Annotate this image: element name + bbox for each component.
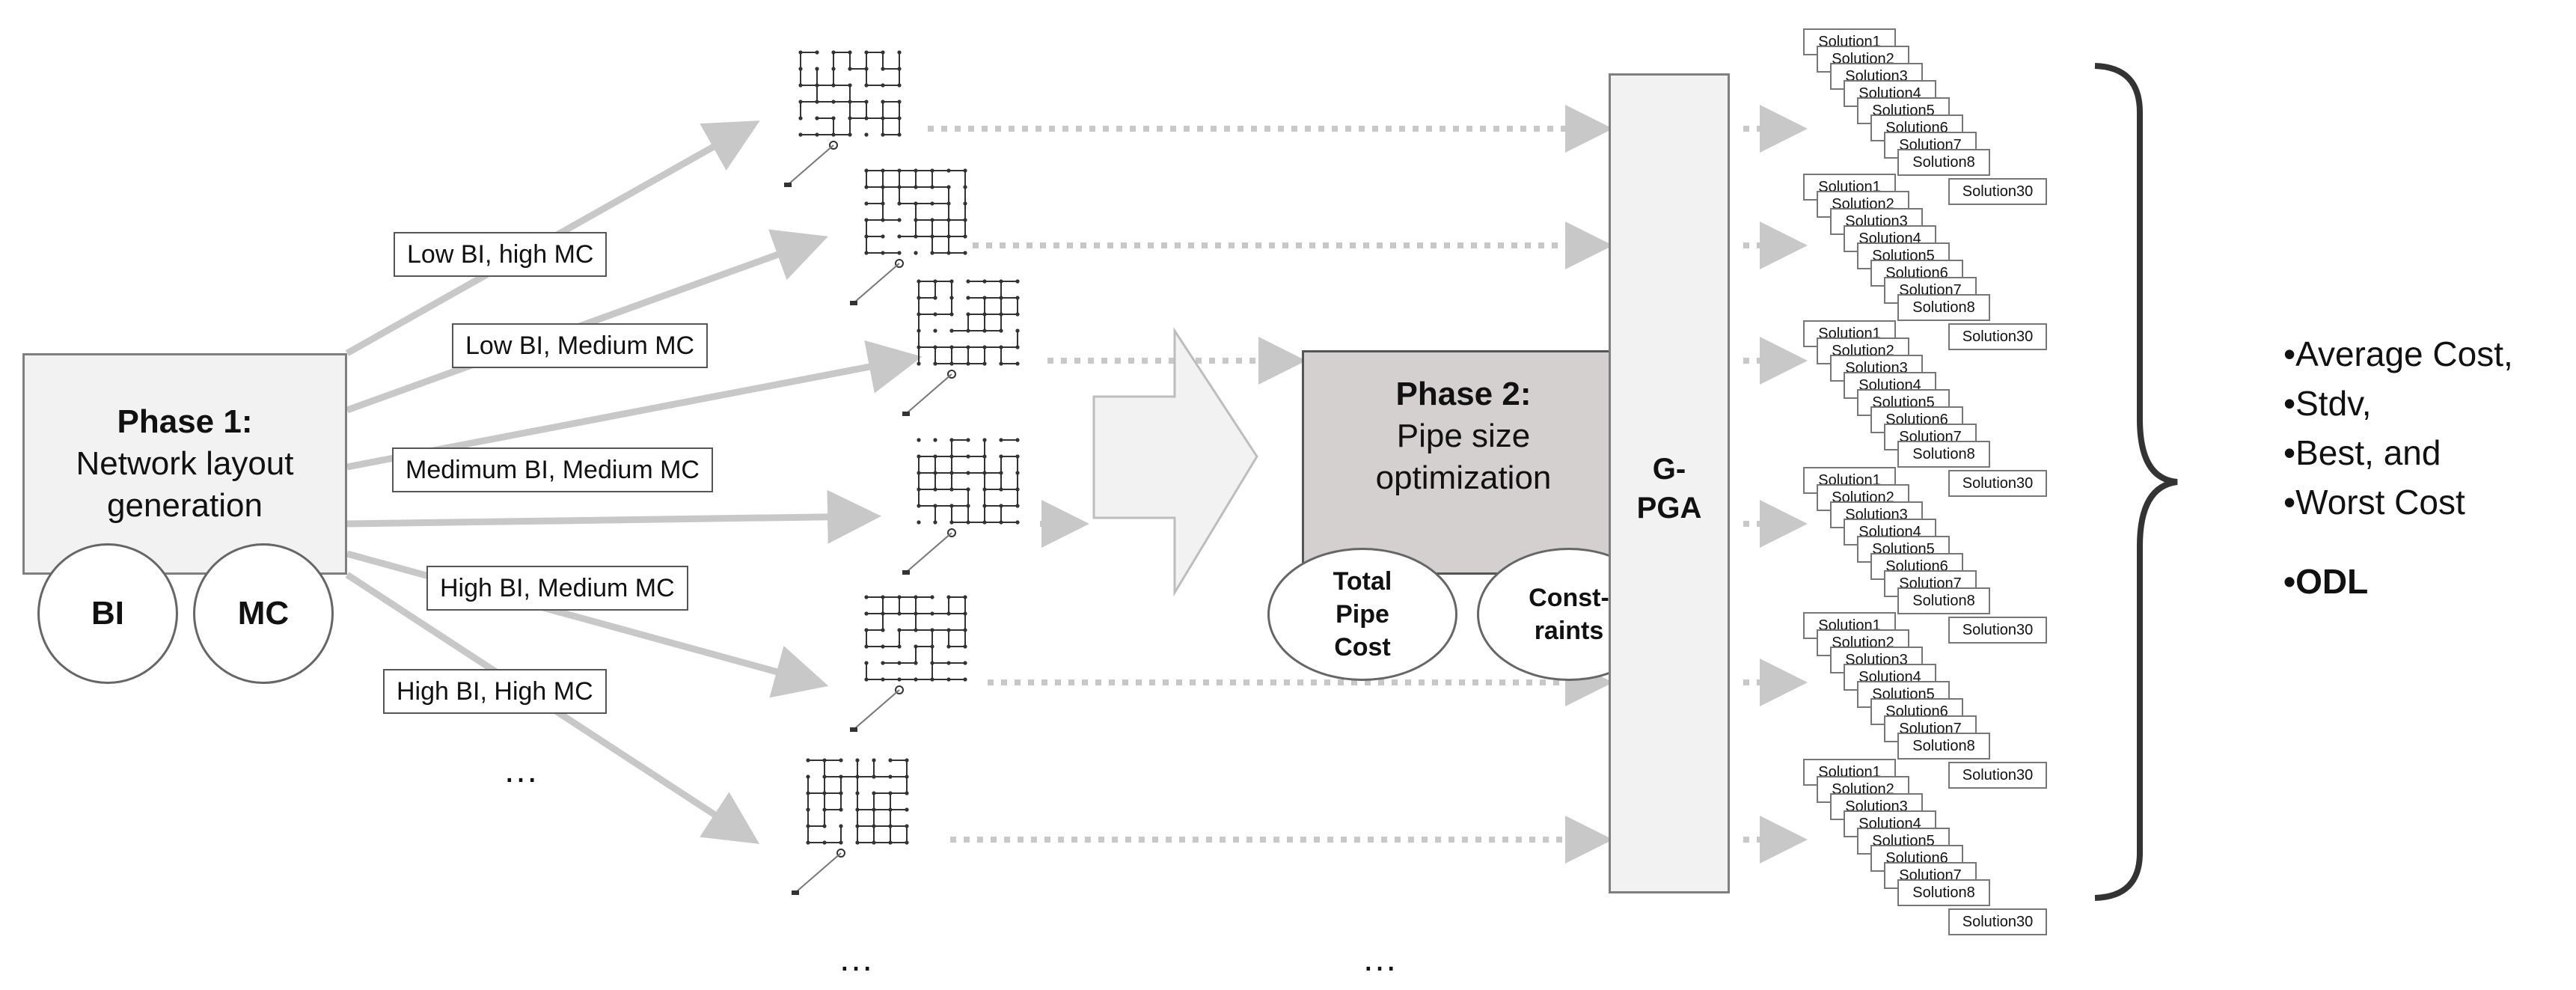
phase1-title: Phase 1: [117, 403, 253, 440]
scenario-label-1: Low BI, high MC [394, 232, 608, 277]
solution-card: Solution8 [1897, 149, 1990, 176]
optimization-ellipsis: … [1362, 939, 1399, 979]
metric-best: •Best, and [2283, 433, 2441, 472]
network-grid [850, 595, 967, 732]
constraints-line-1: Const- [1529, 584, 1609, 612]
solution-card: Solution8 [1897, 733, 1990, 760]
big-arrow-icon [1092, 326, 1258, 597]
solution-card-last: Solution30 [1948, 323, 2047, 350]
scenario-label-4: High BI, Medium MC [426, 566, 688, 611]
network-layouts [784, 50, 1020, 895]
solution-card-last: Solution30 [1948, 908, 2047, 935]
metric-average-cost: •Average Cost, [2283, 334, 2513, 373]
phase2-line-2: optimization [1375, 459, 1552, 496]
scenario-label-2: Low BI, Medium MC [452, 323, 709, 368]
solution-card: Solution8 [1897, 879, 1990, 906]
solution-card: Solution8 [1897, 587, 1990, 614]
solution-card-last: Solution30 [1948, 178, 2047, 205]
network-grid [902, 279, 1020, 416]
fan-arrow [346, 550, 829, 698]
right-brace-icon [2094, 63, 2178, 901]
phase1-line-1: Network layout [76, 445, 294, 482]
scenario-ellipsis: … [503, 751, 540, 790]
solution-card: Solution8 [1897, 294, 1990, 321]
network-ellipsis: … [838, 939, 875, 979]
metric-worst-cost: •Worst Cost [2283, 483, 2465, 522]
network-grid [784, 50, 902, 187]
solution-card: Solution8 [1897, 441, 1990, 468]
total-pipe-cost-line-3: Cost [1334, 633, 1391, 661]
phase1-box: Phase 1: Network layout generation [22, 353, 347, 575]
total-pipe-cost-line-2: Pipe [1336, 600, 1389, 629]
dotted-connectors [928, 105, 1808, 864]
bi-circle: BI [37, 543, 178, 684]
phase2-title: Phase 2: [1395, 376, 1532, 412]
total-pipe-cost-line-1: Total [1333, 567, 1392, 596]
phase1-line-2: generation [107, 487, 263, 524]
scenario-label-3: Medimum BI, Medium MC [392, 447, 713, 492]
metric-stdv: •Stdv, [2283, 384, 2372, 423]
mc-circle: MC [193, 543, 334, 684]
network-grid [902, 438, 1020, 575]
network-grid [850, 168, 967, 305]
solution-card-last: Solution30 [1948, 762, 2047, 789]
phase2-box: Phase 2: Pipe size optimization [1302, 350, 1625, 575]
scenario-label-5: High BI, High MC [383, 669, 607, 714]
phase2-line-1: Pipe size [1396, 418, 1531, 454]
metric-odl: •ODL [2283, 562, 2369, 601]
solution-card-last: Solution30 [1948, 617, 2047, 644]
gpga-box: G- PGA [1609, 73, 1730, 893]
solution-card-last: Solution30 [1948, 470, 2047, 497]
gpga-line-2: PGA [1636, 492, 1702, 525]
fan-arrow [346, 489, 881, 544]
metrics-list: •Average Cost, •Stdv, •Best, and •Worst … [2283, 329, 2513, 606]
gpga-line-1: G- [1652, 453, 1686, 486]
constraints-line-2: raints [1534, 617, 1604, 645]
network-grid [792, 758, 909, 895]
total-pipe-cost-circle: Total Pipe Cost [1267, 548, 1457, 681]
